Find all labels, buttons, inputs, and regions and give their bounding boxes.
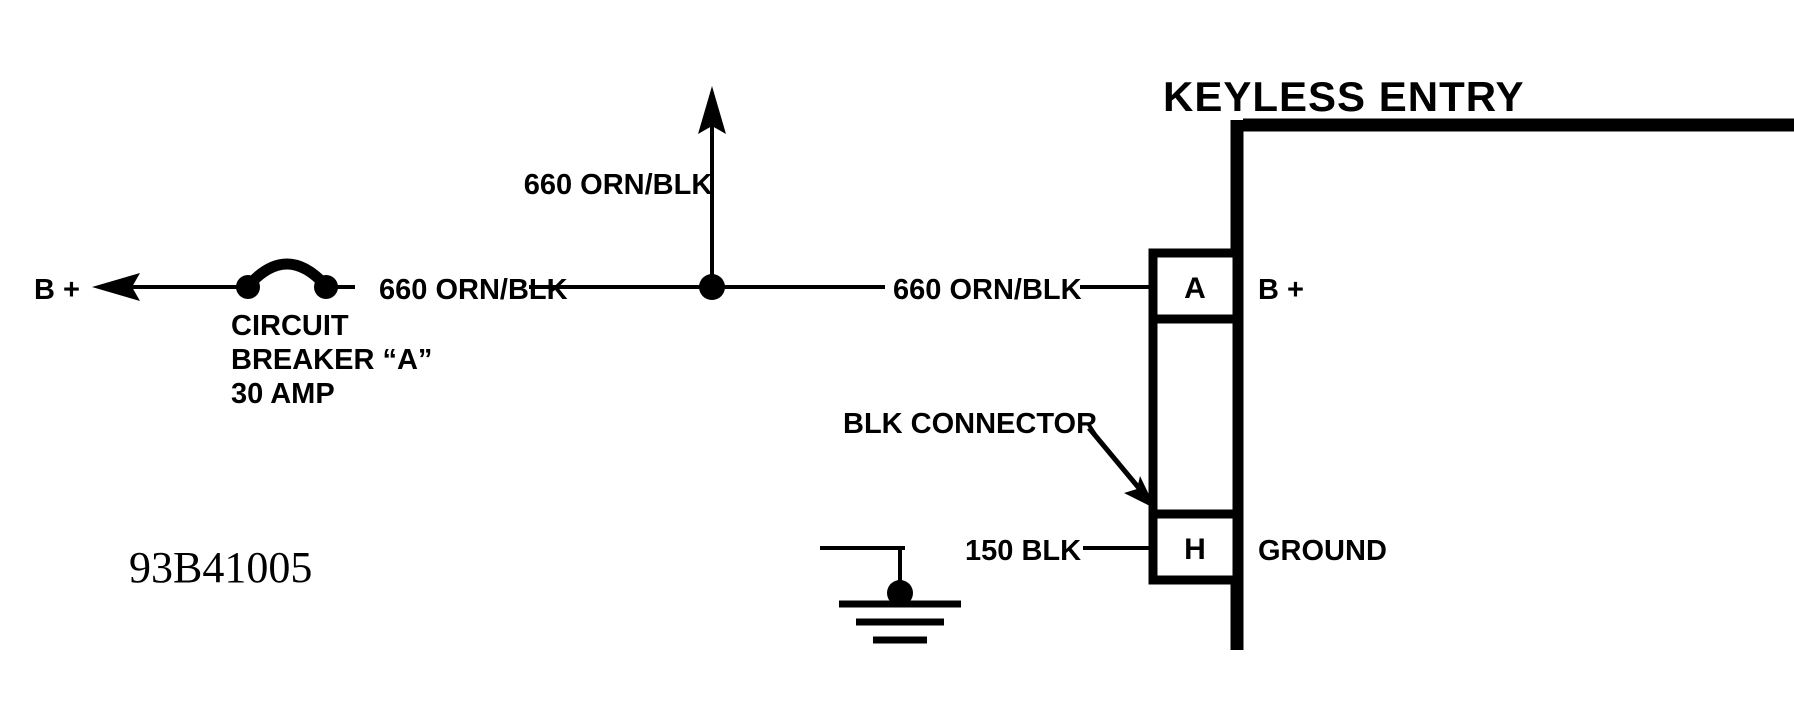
circuit-breaker-label-line3: 30 AMP [231, 378, 335, 410]
b-plus-source-label: B + [34, 274, 80, 306]
blk-connector-callout [1087, 426, 1156, 509]
terminal-a-letter: A [1184, 272, 1206, 305]
circuit-breaker-arc-icon [244, 258, 330, 289]
ground-branch [820, 546, 1153, 644]
wire-label-150: 150 BLK [965, 535, 1081, 567]
b-plus-feed-branch [92, 258, 355, 301]
keyless-entry-module-outline [1230, 118, 1794, 650]
wire-label-660-left: 660 ORN/BLK [379, 274, 568, 306]
blk-connector-arrow-icon [1124, 476, 1156, 509]
module-title: KEYLESS ENTRY [1163, 73, 1525, 120]
main-660-run [529, 86, 1153, 300]
connector-cell-a[interactable] [1148, 248, 1242, 324]
terminal-h-letter: H [1184, 533, 1206, 566]
wire-junction-node [699, 274, 725, 300]
wire-label-660-right: 660 ORN/BLK [893, 274, 1082, 306]
branch-up-arrow-icon [698, 86, 726, 134]
circuit-breaker-left-node [236, 275, 260, 299]
circuit-breaker-label-line2: BREAKER “A” [231, 344, 432, 376]
circuit-breaker-label-line1: CIRCUIT [231, 310, 349, 342]
b-plus-arrow-icon [92, 273, 140, 301]
blk-connector-label: BLK CONNECTOR [843, 408, 1097, 440]
terminal-h-function-label: GROUND [1258, 535, 1387, 567]
terminal-a-function-label: B + [1258, 274, 1304, 306]
drawing-number: 93B41005 [129, 543, 312, 592]
ground-node-dot [887, 580, 913, 606]
wire-label-660-branch: 660 ORN/BLK [524, 169, 713, 201]
